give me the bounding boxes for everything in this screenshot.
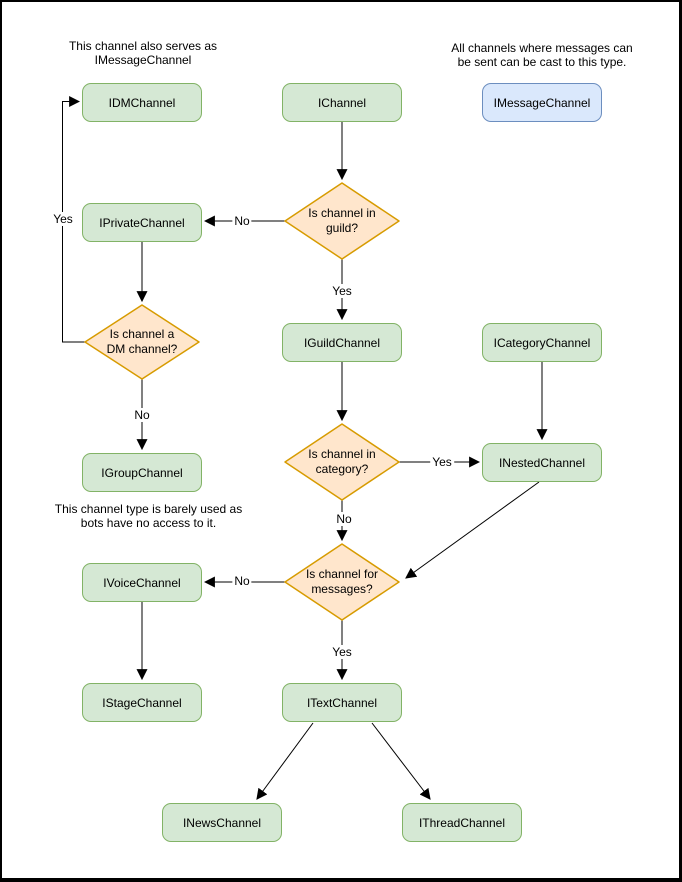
node-iprivatechannel: IPrivateChannel xyxy=(82,203,202,242)
edge-label-category-yes: Yes xyxy=(430,455,454,469)
node-idmchannel: IDMChannel xyxy=(82,83,202,122)
node-ichannel: IChannel xyxy=(282,83,402,122)
edge-label-messages-yes: Yes xyxy=(330,645,354,659)
node-label: IVoiceChannel xyxy=(103,575,181,590)
decision-line: category? xyxy=(315,462,369,476)
node-label: INewsChannel xyxy=(182,815,262,830)
decision-in-guild-shape xyxy=(284,182,400,260)
edge-label-messages-no: No xyxy=(232,574,252,588)
edge-label-dm-no: No xyxy=(132,408,152,422)
decision-in-category-text: Is channel in category? xyxy=(286,447,398,477)
node-imessagechannel: IMessageChannel xyxy=(482,83,602,122)
decision-is-dm-text: Is channel a DM channel? xyxy=(86,327,198,357)
decision-for-messages-shape xyxy=(284,543,400,621)
note-line: This channel type is barely used as xyxy=(54,502,243,516)
node-label: INestedChannel xyxy=(498,455,586,470)
node-iguildchannel: IGuildChannel xyxy=(282,323,402,362)
node-label: IGuildChannel xyxy=(303,335,381,350)
decision-for-messages-text: Is channel for messages? xyxy=(286,567,398,597)
note-line: be sent can be cast to this type. xyxy=(457,55,627,69)
node-label: IGroupChannel xyxy=(101,465,183,480)
node-inestedchannel: INestedChannel xyxy=(482,443,602,482)
note-line: This channel also serves as xyxy=(68,39,218,53)
note-dm-also-imessage: This channel also serves as IMessageChan… xyxy=(42,39,244,67)
edge-inested-to-messages-decision xyxy=(405,481,540,579)
note-imessage-cast: All channels where messages can be sent … xyxy=(440,41,644,69)
edge-label-guild-yes: Yes xyxy=(330,284,354,298)
decision-is-dm-shape xyxy=(84,304,200,380)
edge-label-dm-yes: Yes xyxy=(51,212,75,226)
note-igroup-barely-used: This channel type is barely used as bots… xyxy=(38,502,259,530)
decision-in-category-shape xyxy=(284,423,400,501)
node-label: IChannel xyxy=(317,95,367,110)
edge-label-category-no: No xyxy=(334,512,354,526)
node-label: IPrivateChannel xyxy=(99,215,185,230)
decision-line: guild? xyxy=(325,221,359,235)
decision-line: Is channel for xyxy=(305,567,379,581)
decision-line: DM channel? xyxy=(106,342,178,356)
decision-in-guild-text: Is channel in guild? xyxy=(286,206,398,236)
node-label: IMessageChannel xyxy=(493,95,591,110)
node-inewschannel: INewsChannel xyxy=(162,803,282,842)
note-line: bots have no access to it. xyxy=(80,516,217,530)
note-line: All channels where messages can xyxy=(451,41,633,55)
decision-line: Is channel in xyxy=(308,206,376,220)
node-label: ICategoryChannel xyxy=(493,335,591,350)
note-line: IMessageChannel xyxy=(94,53,192,67)
node-label: ITextChannel xyxy=(306,695,378,710)
node-label: IThreadChannel xyxy=(418,815,506,830)
node-label: IDMChannel xyxy=(108,95,176,110)
edge-label-guild-no: No xyxy=(232,214,252,228)
decision-line: Is channel a xyxy=(109,327,175,341)
edge-itext-to-ithread xyxy=(371,722,431,800)
node-igroupchannel: IGroupChannel xyxy=(82,453,202,492)
node-icategorychannel: ICategoryChannel xyxy=(482,323,602,362)
node-itextchannel: ITextChannel xyxy=(282,683,402,722)
node-istagechannel: IStageChannel xyxy=(82,683,202,722)
decision-line: Is channel in xyxy=(308,447,376,461)
node-label: IStageChannel xyxy=(102,695,182,710)
edge-itext-to-inews xyxy=(256,722,314,800)
decision-line: messages? xyxy=(311,582,373,596)
node-ithreadchannel: IThreadChannel xyxy=(402,803,522,842)
node-ivoicechannel: IVoiceChannel xyxy=(82,563,202,602)
